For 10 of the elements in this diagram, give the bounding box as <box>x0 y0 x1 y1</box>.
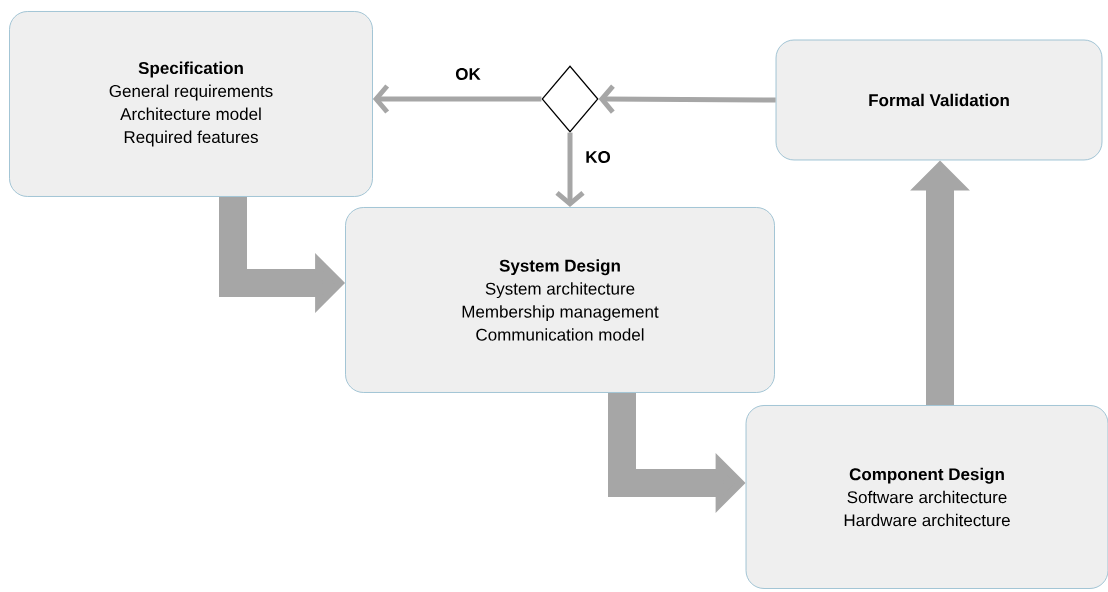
arrow <box>555 132 585 208</box>
process-box: System Design System architecture Membership management Communication model <box>345 207 775 393</box>
edge-label: KO <box>584 150 612 164</box>
arrow <box>598 84 776 114</box>
decision-diamond <box>541 65 599 133</box>
process-box: Formal Validation <box>775 39 1103 161</box>
process-box: Specification General requirements Architecture model Required features <box>9 11 373 197</box>
process-box: Component Design Software architecture Hardware architecture <box>745 405 1108 589</box>
edge-label: OK <box>454 67 482 81</box>
arrow <box>372 84 542 114</box>
